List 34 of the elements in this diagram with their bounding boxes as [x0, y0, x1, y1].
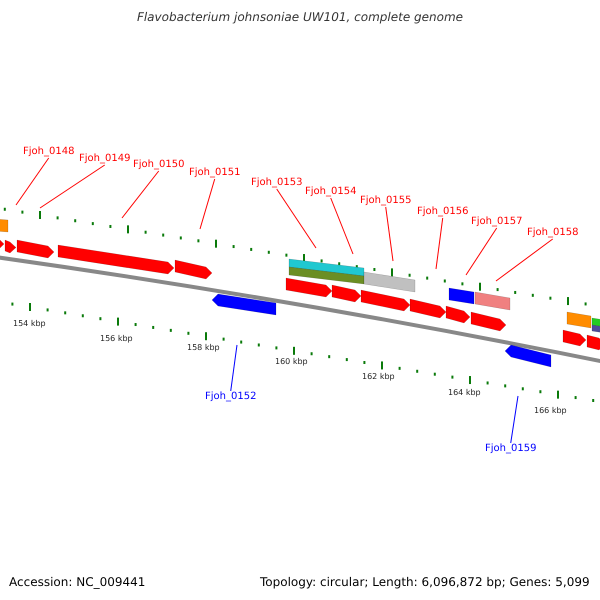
- gene-label: Fjoh_0151: [189, 168, 240, 178]
- gene-label: Fjoh_0158: [527, 228, 578, 238]
- gene-label: Fjoh_0148: [23, 147, 74, 157]
- leader-line: [16, 158, 50, 206]
- scale-label: 166 kbp: [534, 407, 567, 415]
- scale-label: 154 kbp: [13, 320, 46, 328]
- gene-label: Fjoh_0159: [485, 444, 536, 454]
- genome-stats-label: Topology: circular; Length: 6,096,872 bp; Genes: 5,099: [260, 576, 590, 588]
- leader-line: [436, 218, 444, 270]
- leader-line: [230, 344, 238, 392]
- leader-line: [40, 164, 106, 208]
- map-title: Flavobacterium johnsoniae UW101, complete genome: [136, 11, 464, 23]
- scale-label: 156 kbp: [100, 335, 133, 343]
- gene-label: Fjoh_0154: [305, 187, 356, 197]
- scale-label: 160 kbp: [275, 358, 308, 366]
- leader-line: [466, 228, 498, 276]
- accession-label: Accession: NC_009441: [9, 576, 146, 588]
- scale-label: 164 kbp: [448, 389, 481, 397]
- scale-label: 158 kbp: [187, 344, 220, 352]
- leader-line: [385, 206, 394, 262]
- scale-label: 162 kbp: [362, 373, 395, 381]
- leader-line: [200, 178, 216, 230]
- leader-line: [122, 170, 160, 218]
- gene-label: Fjoh_0156: [417, 207, 468, 217]
- leader-line: [330, 198, 354, 254]
- gene-label: Fjoh_0152: [205, 392, 256, 402]
- gene-label: Fjoh_0157: [471, 217, 522, 227]
- gene-label: Fjoh_0150: [133, 160, 184, 170]
- gene-label: Fjoh_0155: [360, 196, 412, 206]
- leader-line: [510, 396, 518, 444]
- gene-label: Fjoh_0149: [79, 154, 130, 164]
- leader-line: [276, 188, 316, 248]
- leader-line: [496, 238, 554, 282]
- gene-label: Fjoh_0153: [251, 178, 302, 188]
